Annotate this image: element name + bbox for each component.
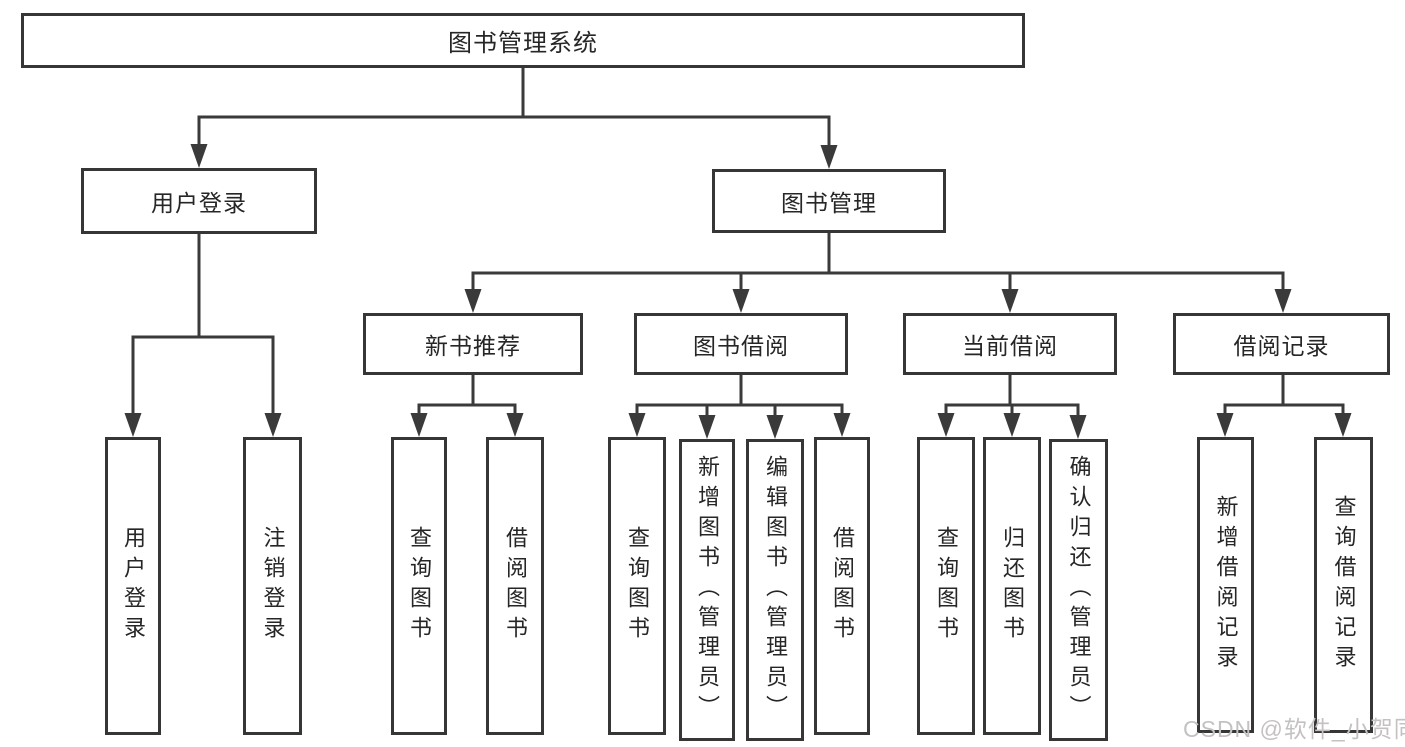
- node-book-management: 图书管理: [712, 169, 946, 233]
- node-cb-return-book: 归还图书: [983, 437, 1041, 735]
- node-label: 图书管理: [781, 190, 877, 216]
- node-label: 查询图书: [407, 526, 432, 646]
- node-bb-query-book: 查询图书: [608, 437, 666, 735]
- node-label: 借阅图书: [503, 526, 528, 646]
- node-label: 用户登录: [151, 190, 247, 216]
- node-br-add-record: 新增借阅记录: [1197, 437, 1254, 733]
- node-label: 新书推荐: [425, 333, 521, 359]
- branch-current-borrow-children: [937, 373, 1087, 439]
- branch-borrow-records-children: [1216, 373, 1352, 437]
- node-current-borrow: 当前借阅: [903, 313, 1117, 375]
- node-cb-query-book: 查询图书: [917, 437, 975, 735]
- branch-book-borrow-children: [628, 373, 851, 439]
- node-label: 查询图书: [934, 526, 959, 646]
- node-label: 新增图书（管理员）: [695, 455, 720, 725]
- node-label: 用户登录: [121, 526, 146, 646]
- node-book-borrow: 图书借阅: [634, 313, 848, 375]
- node-label: 编辑图书（管理员）: [763, 455, 788, 725]
- node-label: 注销登录: [260, 526, 286, 646]
- node-label: 借阅图书: [830, 526, 855, 646]
- node-label: 新增借阅记录: [1213, 495, 1239, 675]
- node-borrow-records: 借阅记录: [1173, 313, 1390, 375]
- node-br-query-record: 查询借阅记录: [1314, 437, 1373, 733]
- node-root: 图书管理系统: [21, 13, 1025, 68]
- branch-root-to-level2: [190, 64, 838, 169]
- node-label: 查询借阅记录: [1331, 495, 1357, 675]
- node-label: 图书管理系统: [448, 30, 598, 57]
- node-label: 查询图书: [625, 526, 650, 646]
- branch-user-login-children: [124, 232, 282, 437]
- branch-new-book-children: [410, 373, 524, 437]
- branch-book-management-children: [464, 231, 1292, 313]
- node-label: 归还图书: [1000, 526, 1025, 646]
- node-bb-borrow-book: 借阅图书: [814, 437, 870, 735]
- node-bb-add-book: 新增图书（管理员）: [679, 439, 735, 741]
- node-label: 确认归还（管理员）: [1066, 455, 1092, 725]
- node-label: 当前借阅: [962, 333, 1058, 359]
- node-new-book-recommend: 新书推荐: [363, 313, 583, 375]
- node-label: 图书借阅: [693, 333, 789, 359]
- node-user-login: 用户登录: [81, 168, 317, 234]
- node-cb-confirm-return: 确认归还（管理员）: [1049, 439, 1108, 741]
- node-logout: 注销登录: [243, 437, 302, 735]
- node-login: 用户登录: [105, 437, 161, 735]
- node-nb-borrow-book: 借阅图书: [486, 437, 544, 735]
- node-bb-edit-book: 编辑图书（管理员）: [746, 439, 804, 741]
- node-label: 借阅记录: [1233, 333, 1330, 359]
- node-nb-query-book: 查询图书: [391, 437, 447, 735]
- csdn-watermark: CSDN @软件_小贺同学: [1183, 716, 1405, 742]
